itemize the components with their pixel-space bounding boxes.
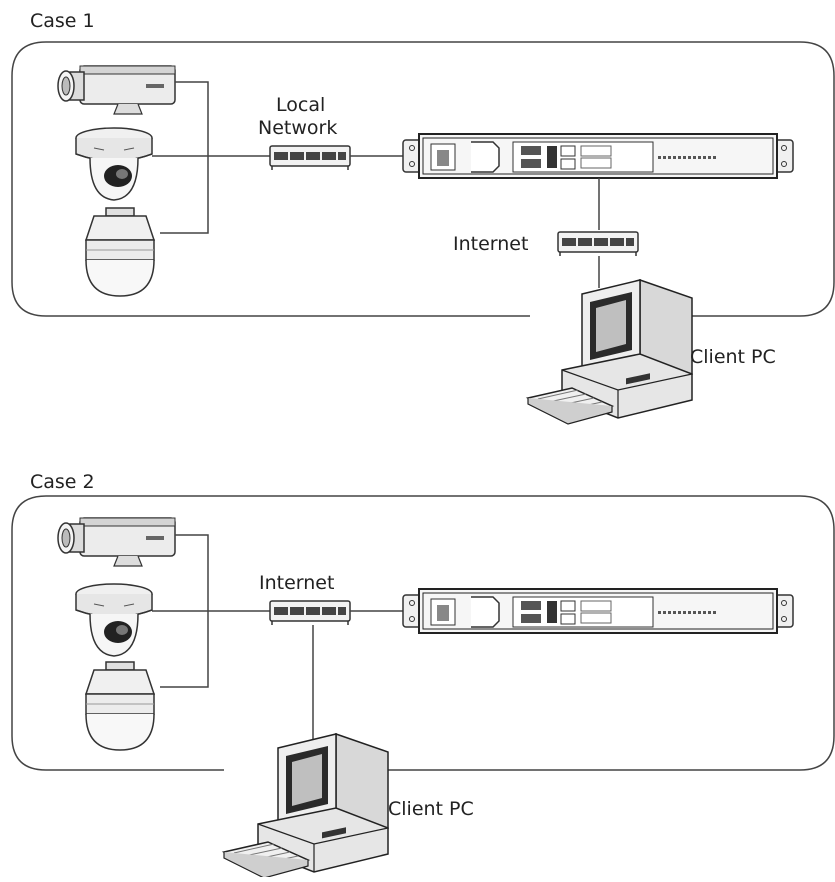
internet-switch-icon	[269, 600, 351, 626]
local-network-label-line1: Local	[276, 94, 325, 116]
dome-camera-icon	[75, 583, 153, 657]
local-network-switch-icon	[269, 145, 351, 171]
case-2-group: Case 2 Internet Client PC	[11, 471, 835, 879]
client-pc-icon	[223, 733, 389, 879]
ptz-camera-icon	[85, 207, 155, 297]
box-camera-icon	[57, 517, 176, 567]
case-2-frame	[11, 495, 835, 771]
client-pc-label-case-2: Client PC	[388, 798, 474, 820]
case-1-frame	[11, 41, 835, 317]
dome-camera-icon	[75, 127, 153, 201]
internet-label-case-1: Internet	[453, 233, 528, 255]
client-pc-icon	[527, 279, 693, 425]
case-1-title: Case 1	[30, 10, 95, 32]
nvr-icon	[402, 588, 794, 634]
case-1-group: Case 1 Local Network Internet Client PC	[11, 10, 835, 425]
local-network-label-line2: Network	[258, 117, 337, 139]
nvr-icon	[402, 133, 794, 179]
case-2-title: Case 2	[30, 471, 95, 493]
camera-links	[152, 81, 270, 234]
internet-label-case-2: Internet	[259, 572, 334, 594]
camera-links	[152, 534, 270, 688]
internet-switch-icon	[557, 231, 639, 257]
ptz-camera-icon	[85, 661, 155, 751]
box-camera-icon	[57, 65, 176, 115]
client-pc-label-case-1: Client PC	[690, 346, 776, 368]
